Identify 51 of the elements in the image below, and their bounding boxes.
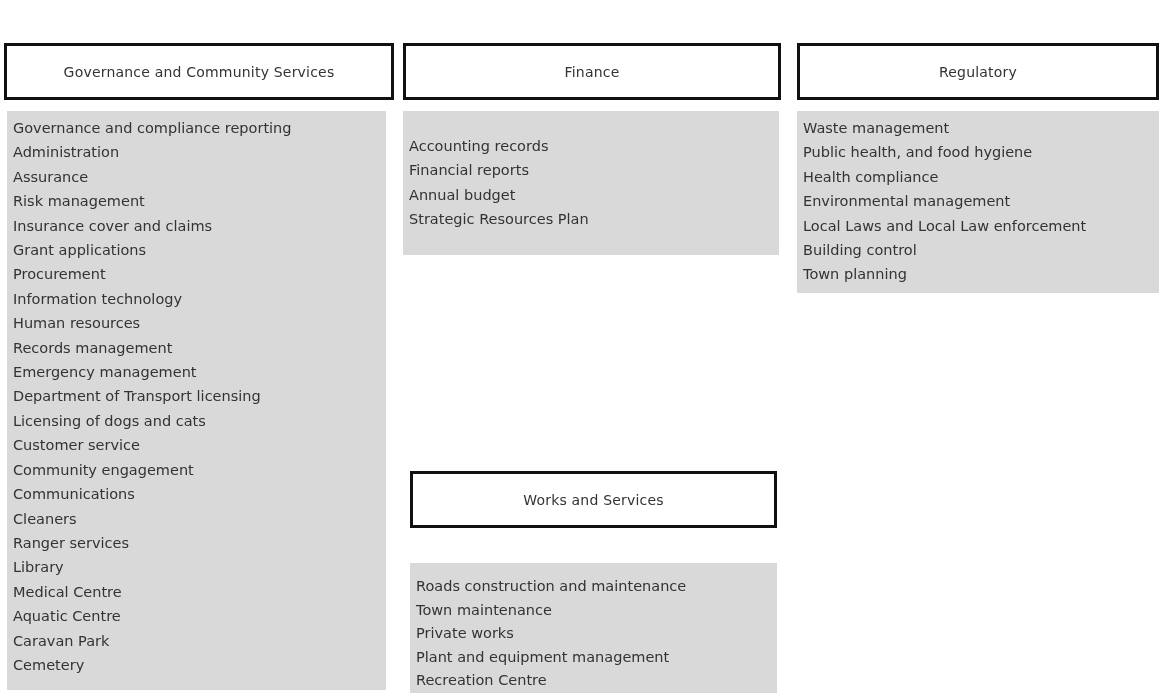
function-item: Community engagement (13, 460, 195, 480)
function-item: Environmental management (803, 192, 1012, 212)
function-list-panel (797, 111, 1159, 293)
function-item: Cemetery (13, 655, 86, 675)
function-item: Governance and compliance reporting (13, 119, 293, 138)
function-item: Annual budget (409, 185, 517, 205)
function-item: Ranger services (13, 533, 131, 553)
department-title: Finance (564, 63, 620, 80)
department-header-box (410, 471, 777, 528)
function-item: Caravan Park (13, 631, 111, 651)
function-item: Private works (416, 624, 515, 643)
function-item: Plant and equipment management (416, 647, 671, 667)
department-title: Regulatory (938, 63, 1017, 80)
function-item: Risk management (13, 192, 146, 212)
function-item: Library (13, 558, 65, 578)
function-item: Assurance (13, 167, 90, 187)
department-title: Works and Services (523, 491, 664, 508)
function-item: Building control (803, 241, 918, 261)
department-header-box (403, 43, 781, 100)
function-item: Procurement (13, 265, 107, 285)
function-item: Emergency management (13, 363, 198, 383)
function-item: Town planning (803, 265, 908, 285)
function-item: Cleaners (13, 509, 78, 529)
department-header-box (4, 43, 394, 100)
function-item: Customer service (13, 436, 141, 456)
function-item: Public health, and food hygiene (803, 143, 1034, 163)
function-list-panel (403, 111, 779, 255)
function-item: Accounting records (409, 137, 550, 156)
function-item: Human resources (13, 314, 142, 334)
function-item: Aquatic Centre (13, 607, 122, 627)
function-item: Financial reports (409, 161, 530, 181)
function-item: Waste management (803, 119, 951, 138)
function-item: Information technology (13, 289, 184, 309)
function-item: Administration (13, 143, 121, 163)
function-item: Licensing of dogs and cats (13, 411, 207, 431)
department-title: Governance and Community Services (63, 63, 335, 80)
function-item: Roads construction and maintenance (416, 577, 688, 596)
function-item: Records management (13, 338, 174, 358)
function-item: Recreation Centre (416, 671, 548, 690)
function-item: Insurance cover and claims (13, 216, 214, 236)
function-item: Town maintenance (416, 600, 553, 620)
function-item: Medical Centre (13, 582, 123, 602)
function-item: Health compliance (803, 167, 940, 187)
function-item: Communications (13, 485, 136, 505)
function-item: Local Laws and Local Law enforcement (803, 216, 1088, 236)
function-item: Strategic Resources Plan (409, 210, 590, 230)
function-list-panel (410, 563, 777, 693)
function-item: Department of Transport licensing (13, 387, 262, 407)
function-item: Grant applications (13, 241, 148, 261)
department-header-box (797, 43, 1159, 100)
function-list-panel (7, 111, 386, 690)
